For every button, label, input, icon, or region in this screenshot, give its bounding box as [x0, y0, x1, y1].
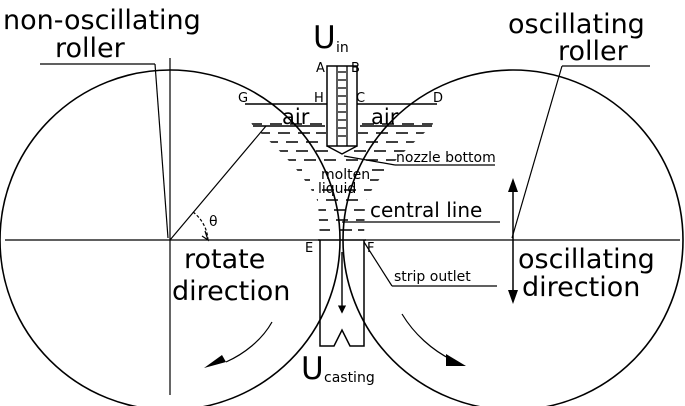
right-rotation-arrow [401, 313, 453, 361]
liquid-label: liquid [318, 181, 356, 197]
oscillating-arrow-bottom [508, 290, 518, 304]
oscillating-arrow-top [508, 178, 518, 192]
nozzle-bottom-outlet [326, 145, 358, 155]
strip-outlet-label: strip outlet [394, 269, 471, 285]
nozzle-flow-dashes [338, 71, 346, 137]
rotate-direction-label-2: direction [172, 276, 290, 307]
oscillating-direction-label-2: direction [522, 272, 640, 303]
u-casting-main: U [301, 351, 324, 387]
point-G: G [238, 91, 248, 106]
cast-strip [319, 240, 365, 347]
point-E: E [305, 241, 313, 256]
rotate-direction-label-1: rotate [184, 244, 265, 275]
point-C: C [356, 91, 365, 106]
leader-non-oscillating-roller-diag [154, 63, 169, 239]
point-D: D [433, 91, 443, 106]
central-line-label: central line [370, 198, 482, 222]
right-rotation-arrowhead [446, 354, 466, 366]
non-oscillating-roller-label-2: roller [55, 33, 126, 64]
u-casting-sub: casting [324, 370, 375, 386]
point-A: A [316, 61, 325, 76]
oscillating-direction-label-1: oscillating [518, 244, 655, 275]
air-left-label: air [282, 105, 310, 129]
point-B: B [351, 61, 360, 76]
nozzle-outer [326, 65, 358, 147]
oscillating-roller-label-2: roller [558, 36, 629, 67]
theta-label: θ [209, 214, 218, 230]
u-in-main: U [313, 20, 336, 56]
point-F: F [367, 241, 374, 256]
nozzle-bottom-label: nozzle bottom [396, 150, 496, 166]
oscillating-roller-label-1: oscillating [508, 9, 645, 40]
left-rotation-arrowhead [204, 355, 226, 368]
point-H: H [314, 91, 324, 106]
non-oscillating-roller-label-1: non-oscillating [3, 5, 201, 36]
air-right-label: air [371, 105, 399, 129]
molten-label: molten [321, 167, 370, 183]
theta-radius-line [169, 125, 267, 241]
theta-arc-arrow [201, 230, 210, 242]
leader-strip-outlet [363, 241, 393, 287]
leader-oscillating-roller-diag [511, 65, 563, 239]
u-in-sub: in [336, 40, 349, 56]
left-rotation-arrow [225, 321, 273, 363]
theta-arc [192, 211, 209, 241]
leader-nozzle-bottom [343, 155, 396, 166]
